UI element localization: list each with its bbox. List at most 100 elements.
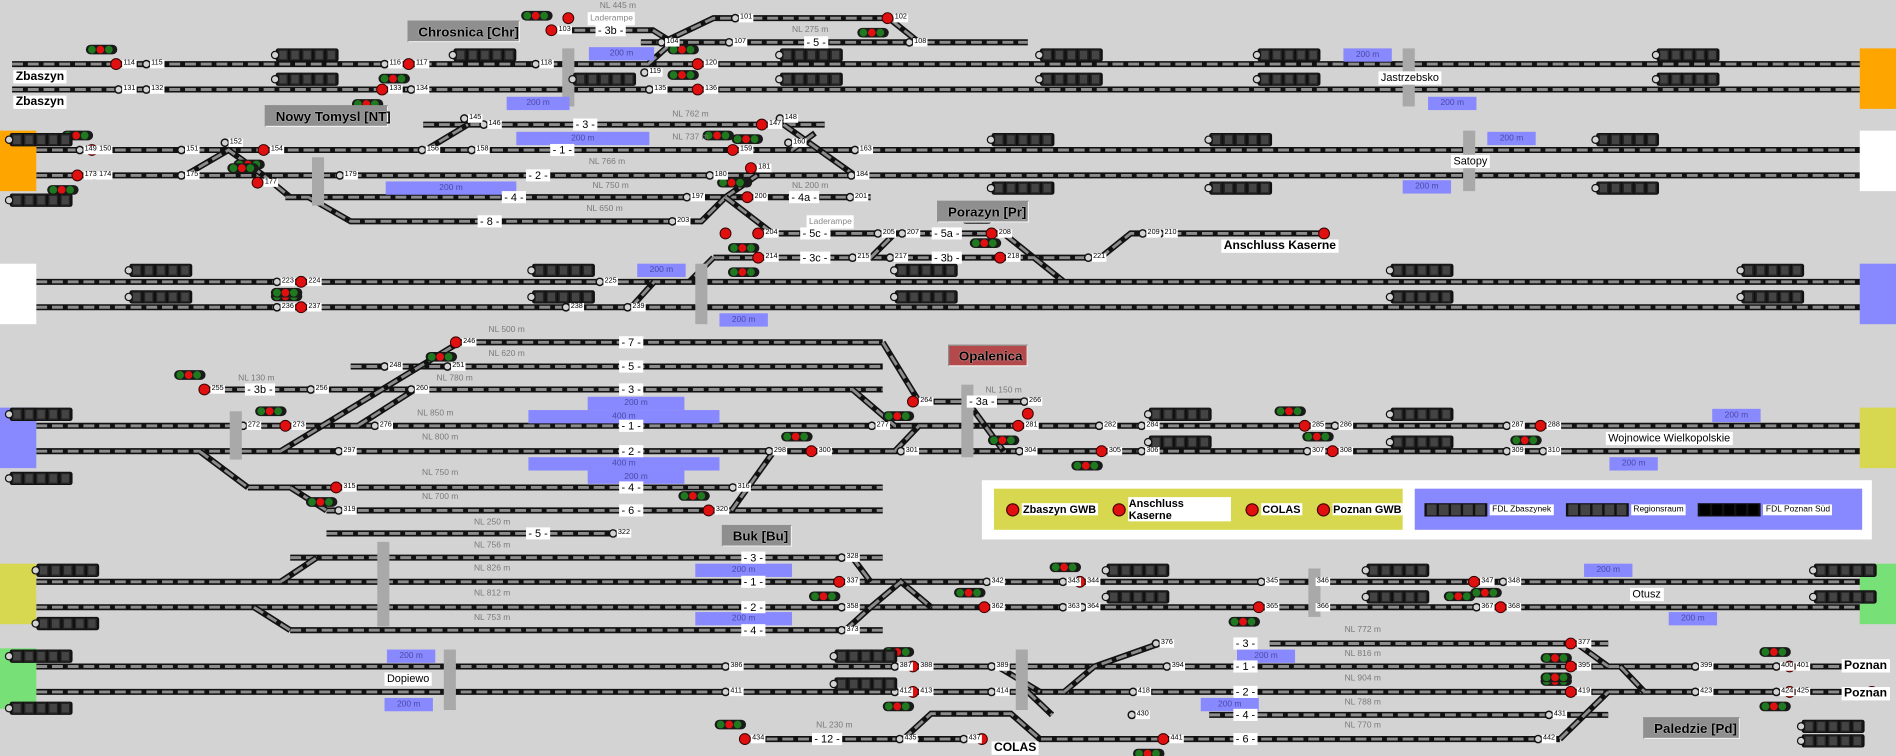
switch-point-icon[interactable] [1019,397,1029,406]
switch-point-icon[interactable] [380,59,389,69]
station-name-box[interactable]: Opalenica [948,344,1028,367]
switch-point-icon[interactable] [1162,662,1172,671]
main-signal-icon[interactable] [691,58,704,71]
switch-point-icon[interactable] [640,68,649,77]
main-signal-icon[interactable] [702,504,715,517]
switch-point-icon[interactable] [667,217,677,226]
main-signal-icon[interactable] [907,395,919,408]
switch-point-icon[interactable] [1472,602,1481,612]
switch-point-icon[interactable] [459,114,469,123]
main-signal-icon[interactable] [833,575,846,588]
switch-point-icon[interactable] [595,277,605,287]
main-signal-icon[interactable] [752,251,765,264]
switch-point-icon[interactable] [406,85,416,94]
shunt-signal-icon[interactable] [1021,407,1034,420]
switch-point-icon[interactable] [904,37,914,47]
switch-point-icon[interactable] [682,192,692,202]
main-signal-icon[interactable] [1534,419,1547,432]
main-signal-icon[interactable] [1564,637,1577,650]
main-signal-icon[interactable] [251,176,264,189]
main-signal-icon[interactable] [1157,733,1170,745]
switch-point-icon[interactable] [1137,446,1146,456]
legend-item-colas[interactable]: COLAS [1245,502,1302,516]
switch-point-icon[interactable] [837,625,846,635]
switch-point-icon[interactable] [1151,639,1161,648]
switch-point-icon[interactable] [730,13,740,23]
switch-point-icon[interactable] [837,602,846,612]
switch-point-icon[interactable] [417,145,427,155]
line-end-panel[interactable] [0,563,37,625]
station-name-box[interactable]: Buk [Bu] [721,524,793,547]
main-signal-icon[interactable] [805,445,818,458]
switch-point-icon[interactable] [1256,577,1266,587]
switch-point-icon[interactable] [177,145,186,155]
switch-point-icon[interactable] [845,192,855,202]
main-signal-icon[interactable] [1095,445,1108,458]
switch-point-icon[interactable] [561,302,571,312]
main-signal-icon[interactable] [1564,685,1577,698]
main-signal-icon[interactable] [295,275,308,288]
switch-point-icon[interactable] [220,138,230,148]
switch-point-icon[interactable] [272,302,282,312]
track-segment[interactable] [868,577,934,610]
main-signal-icon[interactable] [376,83,389,96]
switch-point-icon[interactable] [1538,446,1548,456]
shunt-signal-icon[interactable] [1318,227,1330,240]
main-signal-icon[interactable] [110,58,123,71]
switch-point-icon[interactable] [141,59,151,69]
switch-point-icon[interactable] [724,37,734,47]
main-signal-icon[interactable] [985,227,998,240]
switch-point-icon[interactable] [177,171,186,180]
switch-point-icon[interactable] [272,277,282,287]
switch-point-icon[interactable] [1771,662,1781,671]
legend-item-anschluss-kaserne[interactable]: Anschluss Kaserne [1111,497,1231,522]
main-signal-icon[interactable] [726,144,739,156]
switch-point-icon[interactable] [873,229,883,238]
main-signal-icon[interactable] [755,118,768,131]
switch-point-icon[interactable] [1690,662,1700,671]
switch-point-icon[interactable] [848,253,857,262]
main-signal-icon[interactable] [691,83,704,96]
switch-point-icon[interactable] [306,385,316,394]
main-signal-icon[interactable] [198,383,211,396]
switch-point-icon[interactable] [531,59,541,69]
main-signal-icon[interactable] [279,419,292,432]
main-signal-icon[interactable] [1012,419,1025,432]
switch-point-icon[interactable] [1502,446,1512,456]
main-signal-icon[interactable] [71,169,84,182]
legend-item-zbaszyn-gwb[interactable]: Zbaszyn GWB [1006,502,1098,516]
switch-point-icon[interactable] [1498,577,1508,587]
switch-point-icon[interactable] [837,553,846,562]
switch-point-icon[interactable] [75,145,85,155]
main-signal-icon[interactable] [994,251,1006,264]
switch-point-icon[interactable] [608,529,618,538]
shunt-signal-icon[interactable] [562,12,575,25]
main-signal-icon[interactable] [545,24,558,37]
switch-point-icon[interactable] [1138,229,1148,238]
switch-point-icon[interactable] [1330,421,1340,431]
main-signal-icon[interactable] [752,227,765,240]
switch-point-icon[interactable] [334,446,343,456]
switch-point-icon[interactable] [1094,421,1104,431]
switch-point-icon[interactable] [1058,602,1068,612]
main-signal-icon[interactable] [402,58,415,71]
switch-point-icon[interactable] [1137,421,1146,431]
line-end-panel[interactable] [1859,48,1896,109]
switch-point-icon[interactable] [370,421,380,431]
main-signal-icon[interactable] [257,144,270,156]
switch-point-icon[interactable] [1502,421,1512,431]
switch-point-icon[interactable] [897,229,907,238]
switch-point-icon[interactable] [644,85,654,94]
switch-point-icon[interactable] [1302,446,1312,456]
switch-point-icon[interactable] [1690,687,1700,697]
switch-point-icon[interactable] [890,662,900,671]
switch-point-icon[interactable] [1533,734,1543,744]
switch-point-icon[interactable] [1128,687,1138,697]
main-signal-icon[interactable] [738,733,751,745]
switch-point-icon[interactable] [1058,577,1068,587]
switch-point-icon[interactable] [982,577,992,587]
main-signal-icon[interactable] [295,301,308,314]
main-signal-icon[interactable] [741,191,754,204]
switch-point-icon[interactable] [721,662,730,671]
station-name-box[interactable]: Chrosnica [Chr] [407,20,520,43]
